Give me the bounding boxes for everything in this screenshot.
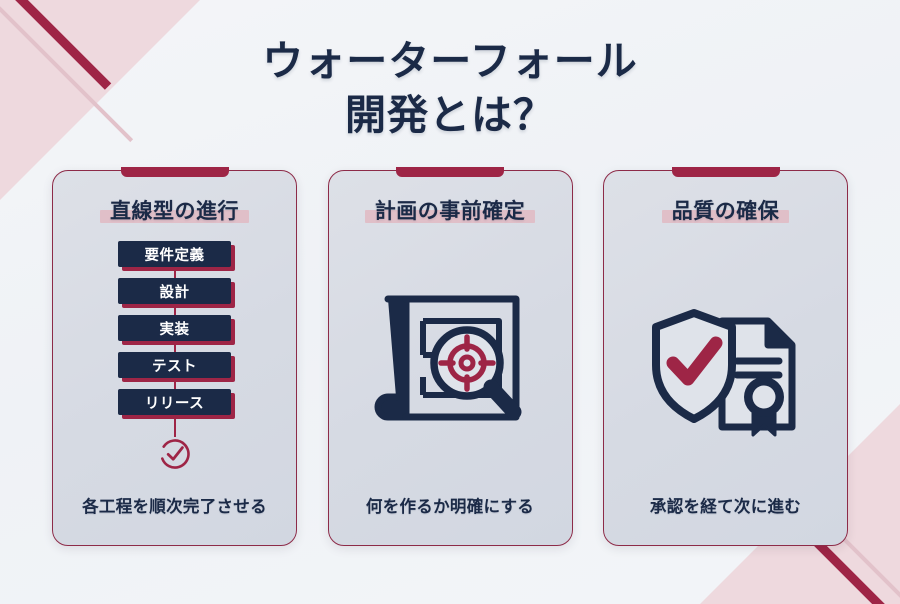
card-title-wrap: 直線型の進行 <box>100 195 249 225</box>
card-notch <box>120 167 229 177</box>
card-list: 直線型の進行 要件定義 設計 <box>52 167 848 546</box>
flow-step-box: リリース <box>118 389 231 415</box>
page-title-line-2: 開発とは？ <box>345 91 555 140</box>
flow-diagram: 要件定義 設計 実装 <box>118 241 235 473</box>
card-linear-progress[interactable]: 直線型の進行 要件定義 設計 <box>52 167 297 546</box>
card-title-wrap: 計画の事前確定 <box>364 195 536 225</box>
card-notch <box>671 167 780 177</box>
flow-step[interactable]: テスト <box>118 352 235 393</box>
card-title: 計画の事前確定 <box>374 199 526 223</box>
flow-connector <box>173 304 176 319</box>
card-title: 品質の確保 <box>671 199 780 223</box>
flow-connector <box>173 267 176 282</box>
flow-step-label: リリース <box>144 395 205 412</box>
card-body: 要件定義 設計 実装 <box>53 225 296 493</box>
card-quality-assurance[interactable]: 品質の確保 承認を経て次に進む <box>603 167 848 546</box>
flow-step[interactable]: リリース <box>118 389 235 419</box>
flow-step[interactable]: 設計 <box>118 278 235 319</box>
card-body <box>604 225 847 493</box>
flow-step[interactable]: 要件定義 <box>118 241 235 282</box>
card-caption: 承認を経て次に進む <box>649 497 802 516</box>
title-highlight-band <box>364 210 536 223</box>
page-title: ウォーターフォール 開発とは？ <box>0 34 900 142</box>
page-title-line-1: ウォーターフォール <box>262 37 638 85</box>
flow-step-label: テスト <box>152 358 197 375</box>
flow-step-box: 実装 <box>118 315 231 341</box>
flow-step-box: テスト <box>118 352 231 378</box>
flow-step-box: 要件定義 <box>118 241 231 267</box>
flow-step-label: 設計 <box>159 284 190 301</box>
check-circle-icon <box>159 439 190 469</box>
card-title: 直線型の進行 <box>110 199 239 223</box>
shield-check-certificate-icon <box>651 309 795 437</box>
flow-connector <box>173 341 176 356</box>
flow-step-label: 要件定義 <box>144 247 205 264</box>
flow-step-box: 設計 <box>118 278 231 304</box>
card-notch <box>396 167 504 177</box>
flow-tail-connector <box>173 415 176 437</box>
card-body <box>329 225 572 493</box>
title-highlight-band <box>100 210 249 223</box>
flow-connector <box>173 378 176 393</box>
card-title-wrap: 品質の確保 <box>661 195 790 225</box>
flow-step-label: 実装 <box>159 321 190 338</box>
card-caption: 各工程を順次完了させる <box>82 497 267 516</box>
flow-step[interactable]: 実装 <box>118 315 235 356</box>
card-plan-fixed-upfront[interactable]: 計画の事前確定 <box>327 167 573 546</box>
flow-end <box>156 415 194 473</box>
title-highlight-band <box>661 210 790 223</box>
card-caption: 何を作るか明確にする <box>365 497 535 516</box>
blueprint-magnifier-target-icon <box>374 295 522 421</box>
